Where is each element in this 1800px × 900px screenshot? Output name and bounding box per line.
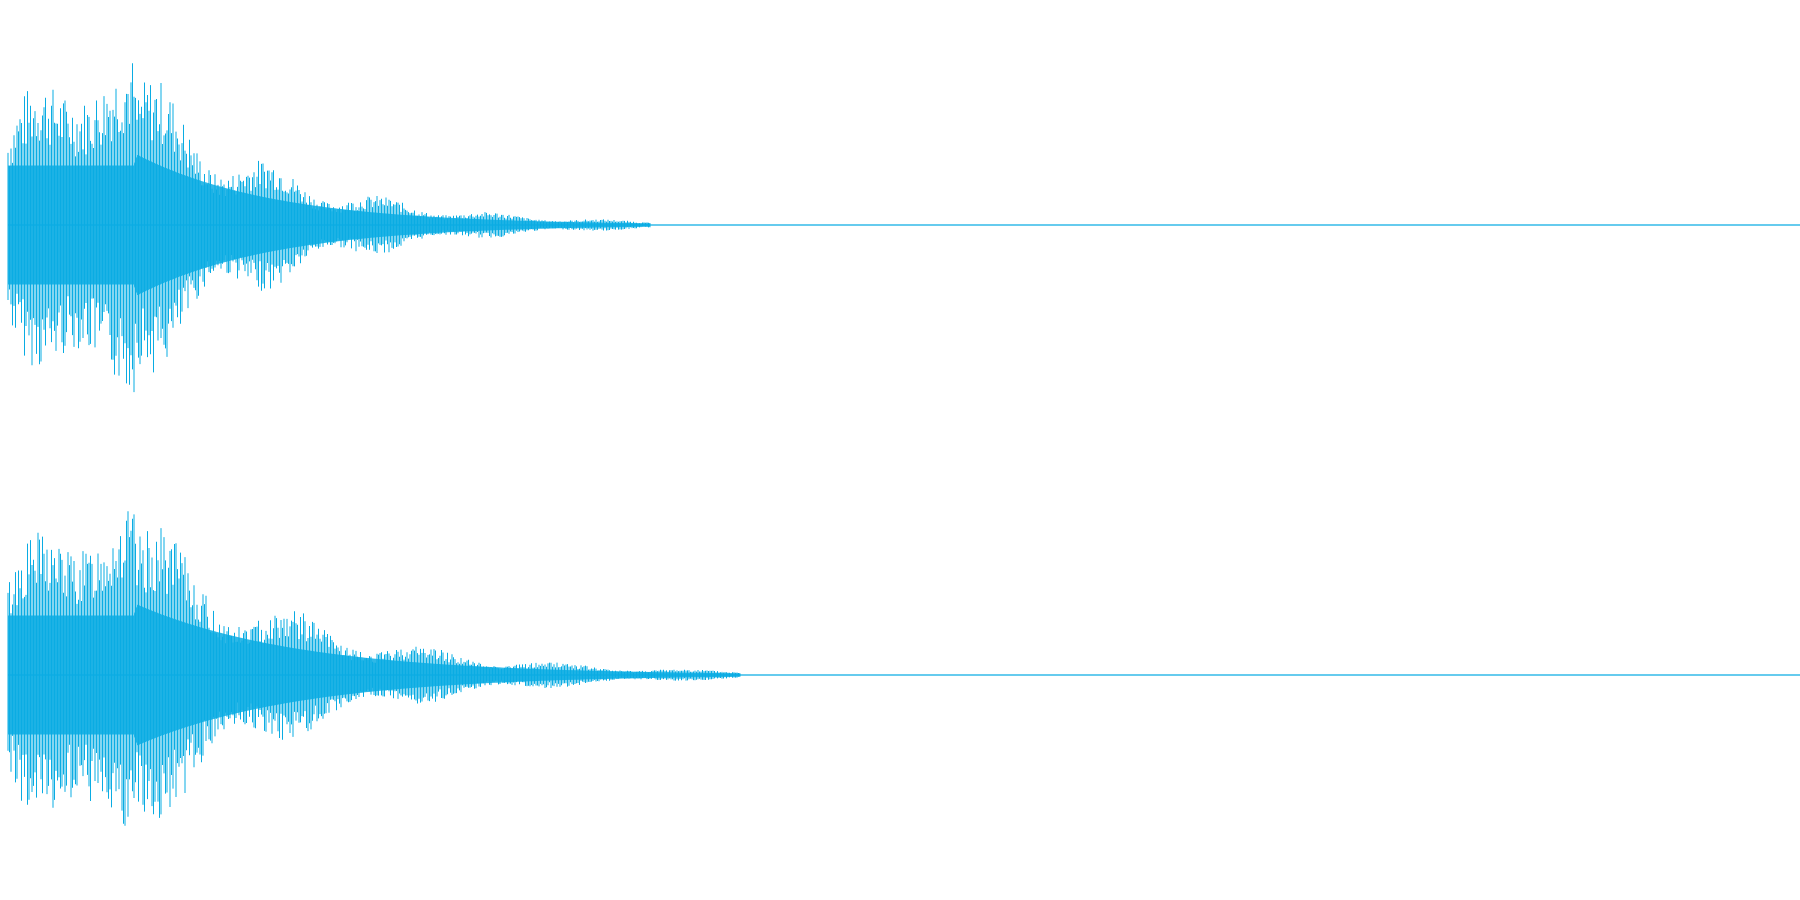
waveform-core xyxy=(8,604,740,746)
waveform-channel-2 xyxy=(7,511,1800,826)
waveform-channel-1 xyxy=(7,63,1800,393)
waveform-core xyxy=(8,154,650,296)
